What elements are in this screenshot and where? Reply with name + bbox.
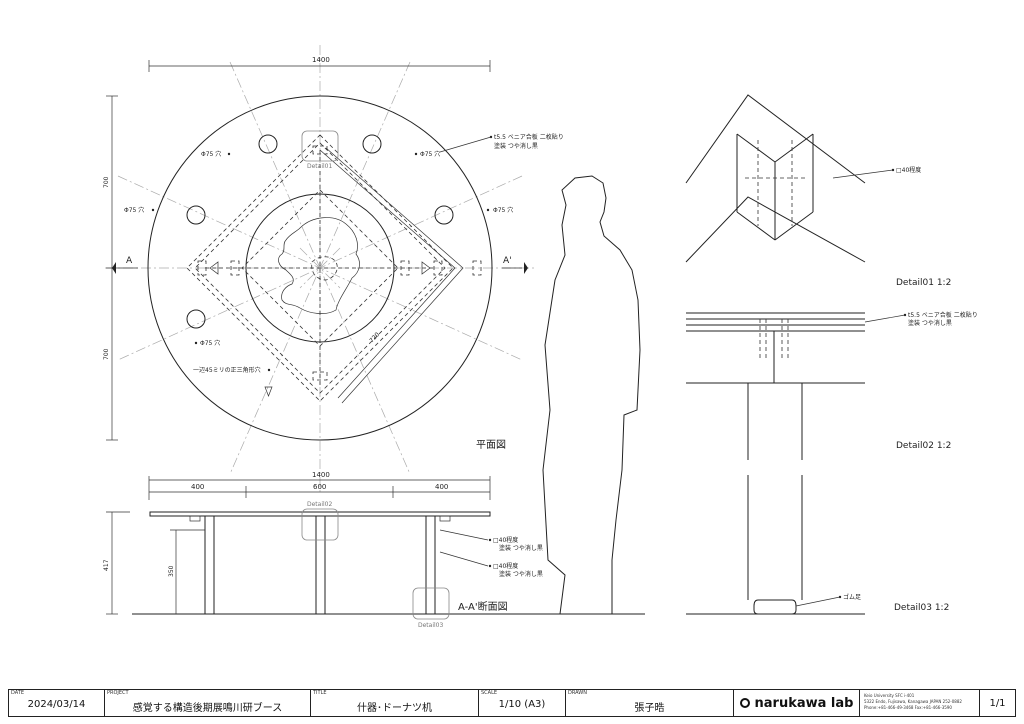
hole-mr <box>434 205 454 225</box>
plan-view: 1400 700 700 720 A A' <box>103 45 564 495</box>
detail03-view: ゴム足 Detail03 1:2 <box>686 475 949 615</box>
hole-bl <box>186 309 206 329</box>
hole-tl <box>258 134 278 154</box>
leg-note-1a: □40程度 <box>493 536 518 544</box>
plan-dim-top: 1400 <box>312 56 330 64</box>
hole-label-mr: Φ75 穴 <box>493 206 513 214</box>
section-leg-left <box>204 515 215 615</box>
section-dim-leg: 350 <box>168 565 175 577</box>
leg-note-2b: 塗装 つや消し黒 <box>499 570 543 578</box>
section-view-title: A-A'断面図 <box>458 600 508 613</box>
detail03-note: ゴム足 <box>843 593 861 601</box>
narukawa-lab-logo: narukawa lab <box>734 690 859 716</box>
detail02-view: t5.5 ベニア合板 二枚貼り 塗装 つや消し黒 Detail02 1:2 <box>686 311 978 460</box>
section-dim-right: 400 <box>435 483 448 491</box>
leg-note-2a: □40程度 <box>493 562 518 570</box>
section-leg-mid <box>315 515 326 615</box>
tb-project-cell: PROJECT 感覚する構造後期展鳴川研ブース <box>105 690 311 716</box>
tb-date: 2024/03/14 <box>27 699 86 710</box>
tb-scale: 1/10 (A3) <box>498 699 546 710</box>
tb-address-1: Keio University SFC i-401 <box>864 693 915 698</box>
tb-sheet: 1/1 <box>989 698 1006 709</box>
tb-title-cell: TITLE 什器･ドーナツ机 <box>311 690 479 716</box>
face-profile-cutout <box>278 217 360 314</box>
title-block: DATE 2024/03/14 PROJECT 感覚する構造後期展鳴川研ブース … <box>8 689 1016 717</box>
section-dim-total: 1400 <box>312 471 330 479</box>
detail03-title: Detail03 1:2 <box>894 603 949 613</box>
triangle-note: 一辺45ミリの正三角形穴 <box>193 366 261 374</box>
section-dim-height: 417 <box>103 559 110 571</box>
tabletop-outer-circle <box>147 95 493 441</box>
tb-scale-head: SCALE <box>481 690 498 696</box>
section-leg-right <box>425 515 436 615</box>
section-mark-a: A <box>126 256 133 266</box>
tb-address-cell: Keio University SFC i-401 5322 Endo, Fuj… <box>860 690 980 716</box>
logo-ring-icon <box>739 698 750 708</box>
section-dim-mid: 600 <box>313 483 326 491</box>
tb-project: 感覚する構造後期展鳴川研ブース <box>132 703 283 714</box>
tb-date-cell: DATE 2024/03/14 <box>9 690 105 716</box>
tb-drawn-cell: DRAWN 張子晧 <box>566 690 734 716</box>
hole-label-ml: Φ75 穴 <box>124 206 144 214</box>
tb-drawn-head: DRAWN <box>568 690 587 696</box>
hole-label-bl: Φ75 穴 <box>200 339 220 347</box>
section-dim-left: 400 <box>191 483 204 491</box>
plan-view-title: 平面図 <box>476 439 506 451</box>
hole-label-tl: Φ75 穴 <box>201 150 221 158</box>
detail01-title: Detail01 1:2 <box>896 278 951 288</box>
plan-dim-lower: 700 <box>103 348 110 360</box>
detail01-callout-label: Detail01 <box>307 163 332 170</box>
plan-dim-upper: 700 <box>103 176 110 188</box>
hole-ml <box>186 205 206 225</box>
detail01-view: □40程度 Detail01 1:2 <box>685 94 951 288</box>
tb-address-2: 5322 Endo, Fujisawa, Kanagawa JAPAN 252-… <box>864 699 962 704</box>
hole-tr <box>362 134 382 154</box>
tb-title-head: TITLE <box>313 690 327 696</box>
detail03-callout-label: Detail03 <box>418 622 443 629</box>
plan-diag-dim: 720 <box>368 331 381 344</box>
section-tabletop <box>149 511 491 517</box>
section-mark-a-prime: A' <box>503 256 512 266</box>
leg-note-1b: 塗装 つや消し黒 <box>499 544 543 552</box>
tb-title: 什器･ドーナツ机 <box>357 703 432 714</box>
tb-drawn: 張子晧 <box>634 703 665 714</box>
detail02-callout-label: Detail02 <box>307 501 332 508</box>
detail02-note-1: t5.5 ベニア合板 二枚貼り <box>908 311 978 319</box>
detail01-note: □40程度 <box>896 166 921 174</box>
hole-label-tr: Φ75 穴 <box>420 150 440 158</box>
detail03-callout-box <box>412 587 450 620</box>
detail02-callout-box <box>301 508 339 541</box>
section-view: 1400 400 600 400 417 350 Detail02 Detail… <box>103 471 645 629</box>
detail02-title: Detail02 1:2 <box>896 441 951 451</box>
tb-logo-cell: narukawa lab <box>734 690 860 716</box>
tb-project-head: PROJECT <box>107 690 129 696</box>
logo-text: narukawa lab <box>754 695 854 711</box>
detail02-note-2: 塗装 つや消し黒 <box>908 319 952 327</box>
plan-veneer-note-1: t5.5 ベニア合板 二枚貼り <box>494 133 564 141</box>
tb-scale-cell: SCALE 1/10 (A3) <box>479 690 566 716</box>
tb-date-head: DATE <box>11 690 25 696</box>
tb-address-3: Phone:+81-466-49-3468 Fax:+81-466-3590 <box>864 705 952 710</box>
tb-sheet-cell: 1/1 <box>980 690 1015 716</box>
human-scale-figure <box>542 175 641 615</box>
plan-veneer-note-2: 塗装 つや消し黒 <box>494 142 538 150</box>
rubber-foot <box>753 599 797 615</box>
detail01-callout-box <box>301 130 339 162</box>
